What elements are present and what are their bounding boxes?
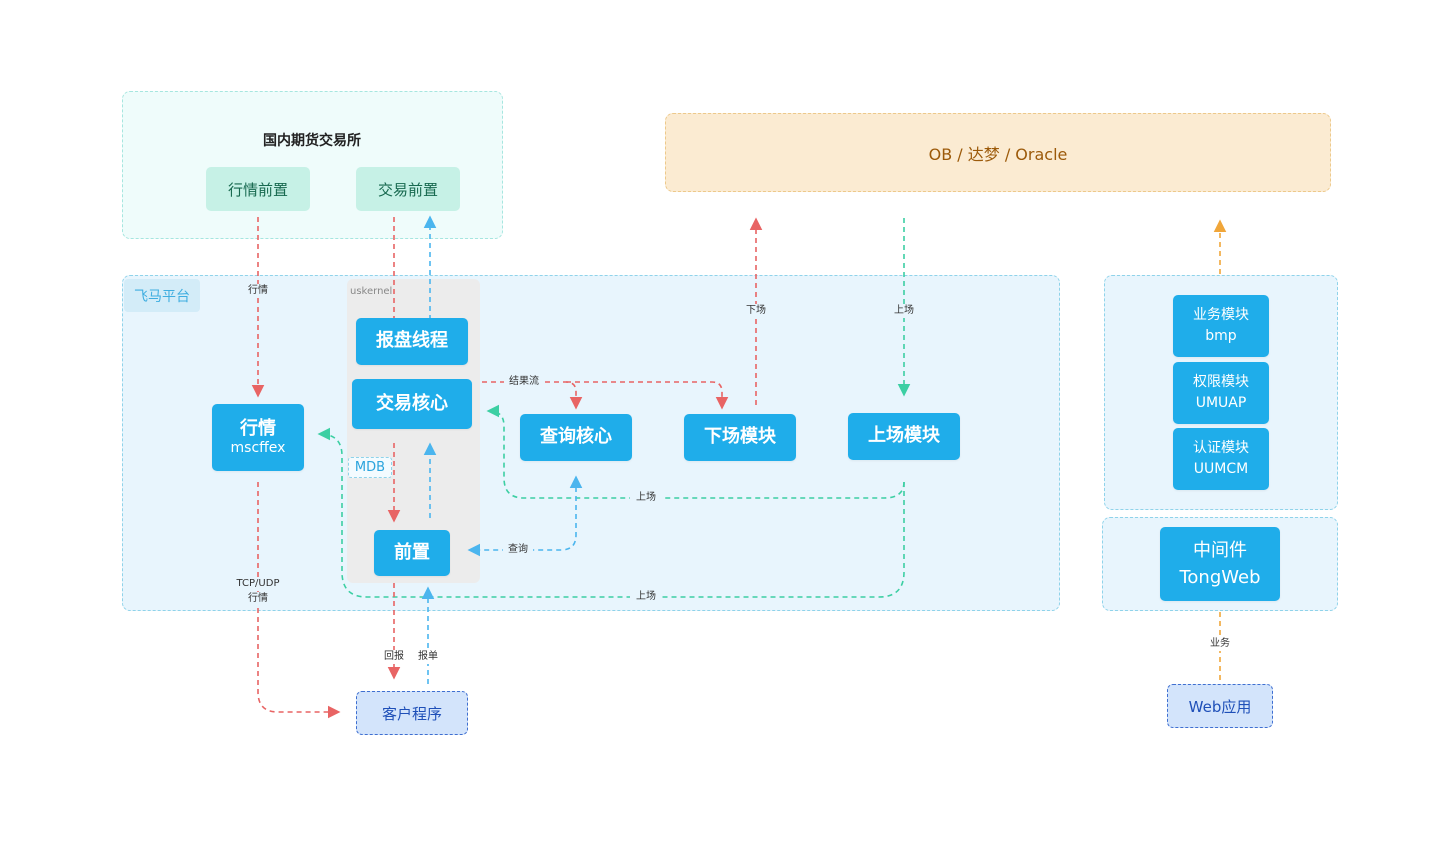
- edge-label-order: 报单: [414, 650, 442, 664]
- trade-core-node[interactable]: 交易核心: [352, 379, 472, 429]
- auth-sub: UUMCM: [1193, 461, 1249, 477]
- client-program-node[interactable]: 客户程序: [356, 691, 468, 735]
- quote-front-node[interactable]: 行情前置: [206, 167, 310, 211]
- auth-module-node[interactable]: 认证模块 UUMCM: [1173, 428, 1269, 490]
- permission-module-node[interactable]: 权限模块 UMUAP: [1173, 362, 1269, 424]
- mdb-label: MDB: [348, 457, 392, 478]
- middleware-title: 中间件: [1193, 540, 1247, 561]
- quote-title: 行情: [240, 417, 276, 439]
- permission-sub: UMUAP: [1195, 395, 1247, 411]
- middleware-node[interactable]: 中间件 TongWeb: [1160, 527, 1280, 601]
- edge-label-report-back: 回报: [380, 650, 408, 664]
- edge-label-quote: 行情: [240, 284, 276, 298]
- trade-core-label: 交易核心: [376, 392, 448, 414]
- quote-sub: mscffex: [230, 440, 286, 456]
- middleware-sub: TongWeb: [1179, 567, 1261, 588]
- edge-quote-to-client: [257, 482, 341, 719]
- front-node[interactable]: 前置: [374, 530, 450, 576]
- trade-front-node[interactable]: 交易前置: [356, 167, 460, 211]
- database-label: OB / 达梦 / Oracle: [928, 144, 1068, 164]
- edge-label-tcp-udp: TCP/UDP: [230, 577, 286, 591]
- exchange-group: [122, 91, 503, 239]
- web-app-node[interactable]: Web应用: [1167, 684, 1273, 728]
- edge-front-query: [467, 475, 583, 557]
- business-title: 业务模块: [1193, 307, 1249, 323]
- edge-result-to-offline: [566, 381, 729, 410]
- online-module-node[interactable]: 上场模块: [848, 413, 960, 460]
- edge-online-to-quote: [317, 427, 905, 598]
- offline-module-node[interactable]: 下场模块: [684, 414, 796, 461]
- offline-module-label: 下场模块: [704, 426, 776, 448]
- query-core-label: 查询核心: [540, 426, 612, 448]
- exchange-title: 国内期货交易所: [263, 133, 361, 149]
- edge-label-online-bottom: 上场: [630, 590, 662, 604]
- uskernel-label: uskernel: [350, 286, 393, 297]
- front-label: 前置: [394, 541, 430, 563]
- edge-label-business: 业务: [1204, 637, 1236, 651]
- auth-title: 认证模块: [1193, 440, 1249, 456]
- business-sub: bmp: [1205, 328, 1237, 344]
- online-module-label: 上场模块: [868, 425, 940, 447]
- edge-label-online-top: 上场: [888, 304, 920, 318]
- permission-title: 权限模块: [1193, 374, 1249, 390]
- edge-label-offline: 下场: [740, 304, 772, 318]
- quote-node[interactable]: 行情 mscffex: [212, 404, 304, 471]
- database-box: OB / 达梦 / Oracle: [665, 113, 1331, 192]
- query-core-node[interactable]: 查询核心: [520, 414, 632, 461]
- edge-label-result-stream: 结果流: [504, 375, 544, 389]
- platform-label: 飞马平台: [124, 279, 200, 312]
- edge-label-tcp-quote: 行情: [240, 592, 276, 606]
- edge-label-query: 查询: [503, 543, 533, 557]
- offer-thread-label: 报盘线程: [376, 330, 448, 352]
- business-module-node[interactable]: 业务模块 bmp: [1173, 295, 1269, 357]
- offer-thread-node[interactable]: 报盘线程: [356, 318, 468, 365]
- edge-label-online-mid: 上场: [630, 491, 662, 505]
